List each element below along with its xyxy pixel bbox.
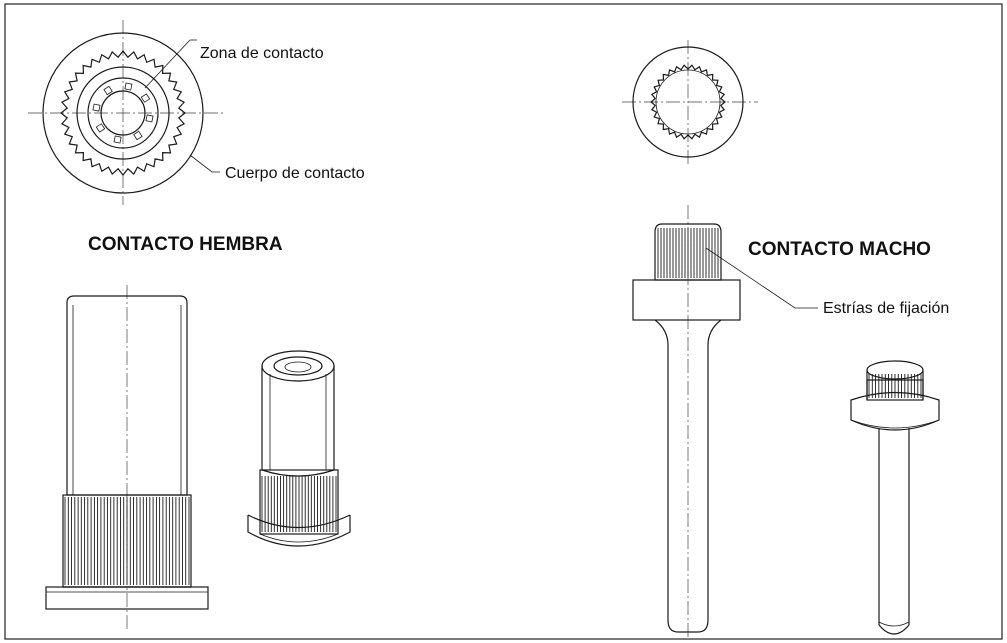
female-knurl-ring: [60, 50, 186, 176]
drawing-frame: [4, 3, 1003, 640]
contact-slot: [124, 82, 133, 91]
knurl-teeth: [650, 64, 726, 140]
female-3d-knurl: [261, 476, 337, 532]
male-side-view: Estrías de fijación: [632, 205, 949, 638]
male-contact-title: CONTACTO MACHO: [748, 239, 931, 260]
contact-zone-slots: [92, 82, 154, 144]
contact-slot: [145, 114, 154, 123]
contact-slot: [140, 93, 151, 103]
contact-slot: [103, 85, 113, 96]
male-3d-view: [850, 360, 940, 635]
female-top-view: Zona de contacto Cuerpo de contacto: [28, 20, 365, 205]
female-side-knurl: [64, 497, 190, 585]
female-3d-view: [247, 350, 351, 547]
contact-slot: [133, 130, 143, 141]
female-contact-title: CONTACTO HEMBRA: [88, 234, 283, 255]
female-side-view: [45, 285, 209, 630]
contact-slot: [113, 135, 122, 144]
contact-zone-label: Zona de contacto: [200, 45, 324, 62]
male-side-knurl: [657, 228, 719, 278]
contact-body-label: Cuerpo de contacto: [225, 165, 365, 182]
knurl-teeth: [60, 50, 186, 176]
male-knurl-ring: [650, 64, 726, 140]
contact-slot: [92, 103, 101, 112]
contact-slot: [95, 123, 106, 133]
male-3d-knurl: [868, 374, 922, 398]
fixing-splines-label: Estrías de fijación: [823, 300, 949, 317]
male-top-view: [622, 40, 758, 165]
